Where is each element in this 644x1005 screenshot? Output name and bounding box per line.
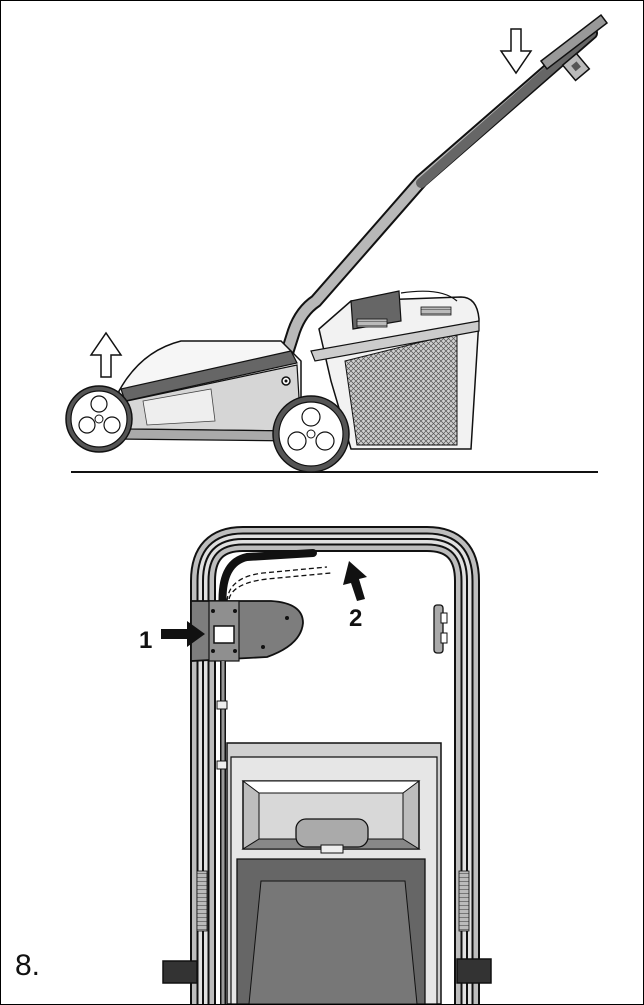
handle-frame: [190, 526, 480, 1004]
push-handle: [280, 13, 609, 360]
grass-collection-box: [310, 290, 480, 450]
front-wheel: [65, 385, 133, 453]
mower-rear-view: 1 2: [139, 526, 492, 1004]
callout-1: 1: [139, 627, 152, 654]
mower-body-rear: [226, 742, 442, 1004]
rear-wheel-left: [162, 960, 198, 984]
figure-number: 8.: [15, 949, 41, 982]
outline-arrow-up-icon: [89, 331, 123, 378]
cable-hook: [433, 604, 448, 654]
mower-side-view: [65, 13, 609, 473]
callout-2: 2: [349, 605, 362, 632]
solid-arrow-icon: [343, 561, 367, 601]
safety-button: [213, 625, 235, 644]
cable-dashed-position: [226, 566, 328, 602]
outline-arrow-down-icon: [499, 28, 533, 75]
rear-wheel: [272, 395, 350, 473]
mower-deck: [118, 340, 302, 442]
solid-arrow-icon: [161, 621, 205, 647]
switch-housing: [190, 600, 304, 662]
rear-wheel-right: [456, 958, 492, 984]
